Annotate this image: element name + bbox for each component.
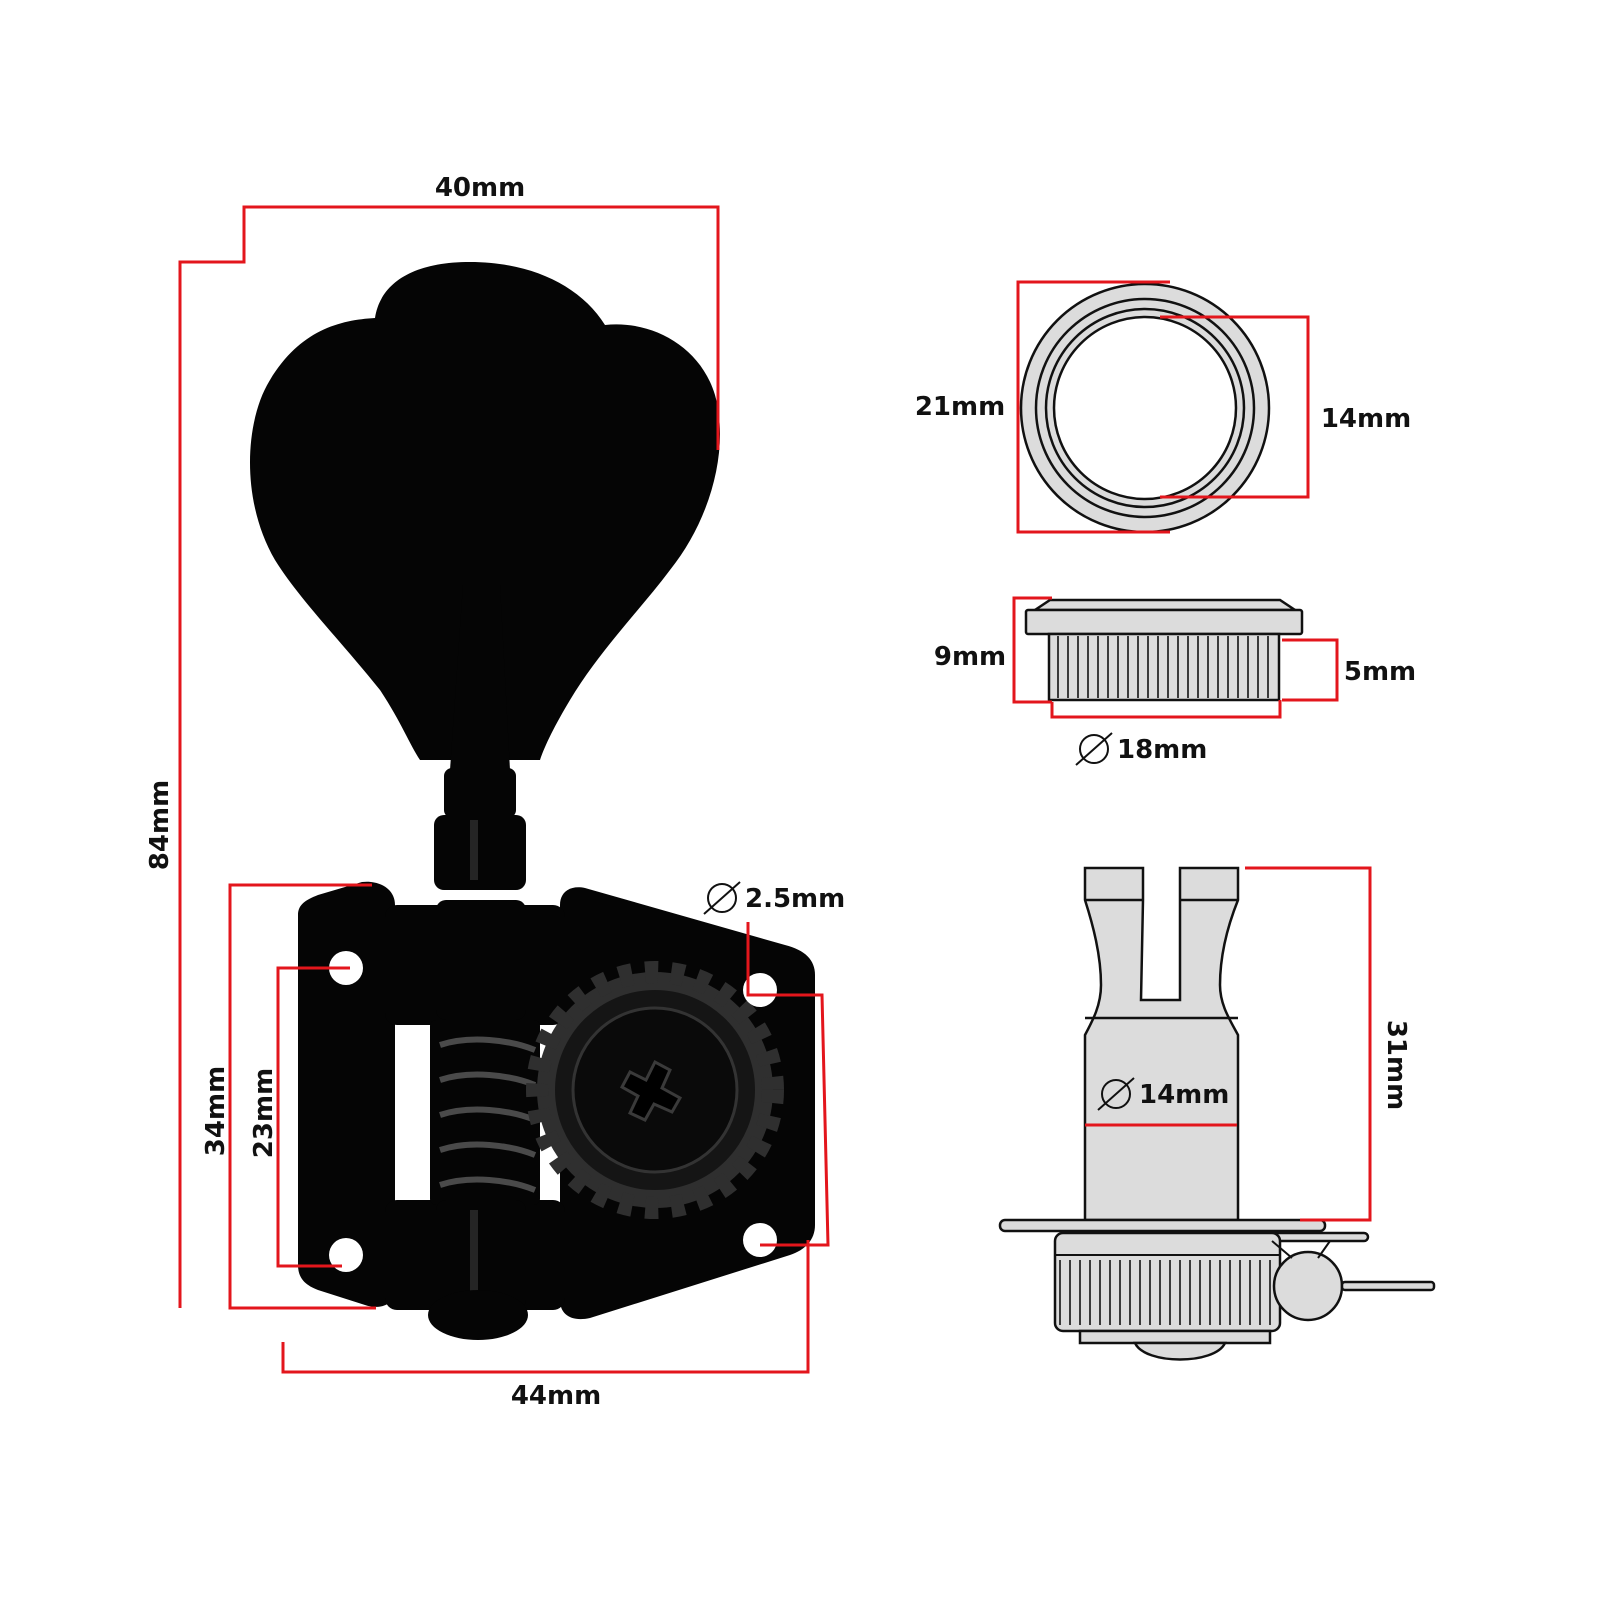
label-head-width: 40mm [435,173,525,203]
end-screw-cap [428,1290,528,1340]
tuner-photo [250,262,815,1340]
bushing-top-view [1016,280,1310,534]
tuner-head [250,262,720,760]
label-post-diameter: 14mm [1139,1080,1229,1110]
diameter-icon [1075,732,1113,766]
mount-hole [329,1238,363,1272]
worm-thread [430,1020,540,1205]
mount-hole [743,1223,777,1257]
label-hole-diameter: 2.5mm [745,884,845,914]
tuner-shaft [444,768,516,818]
label-inner-diameter: 14mm [1321,404,1411,434]
tuner-shaft-collar [434,815,526,890]
diameter-icon [1097,1077,1135,1111]
worm-shaft [436,900,526,1020]
mount-hole [743,973,777,1007]
label-total-height: 9mm [934,642,1006,672]
label-knurled-height: 5mm [1344,657,1416,687]
label-hole-spacing: 23mm [249,1068,279,1158]
post-side-view [998,866,1436,1361]
mount-plate-left [298,881,395,1307]
label-plate-width: 44mm [511,1381,601,1411]
phillips-screw-icon [619,1059,683,1122]
label-outer-diameter: 21mm [915,392,1005,422]
label-plate-height: 34mm [201,1066,231,1156]
bushing-side-view [1012,596,1339,719]
label-post-height: 31mm [1381,1020,1411,1110]
diameter-icon [703,881,741,915]
gear [526,961,784,1219]
label-total-length: 84mm [145,780,175,870]
tuner-shaft-tip [450,585,510,770]
label-knurled-diameter: 18mm [1117,735,1207,765]
main-dimension-lines [178,205,830,1374]
